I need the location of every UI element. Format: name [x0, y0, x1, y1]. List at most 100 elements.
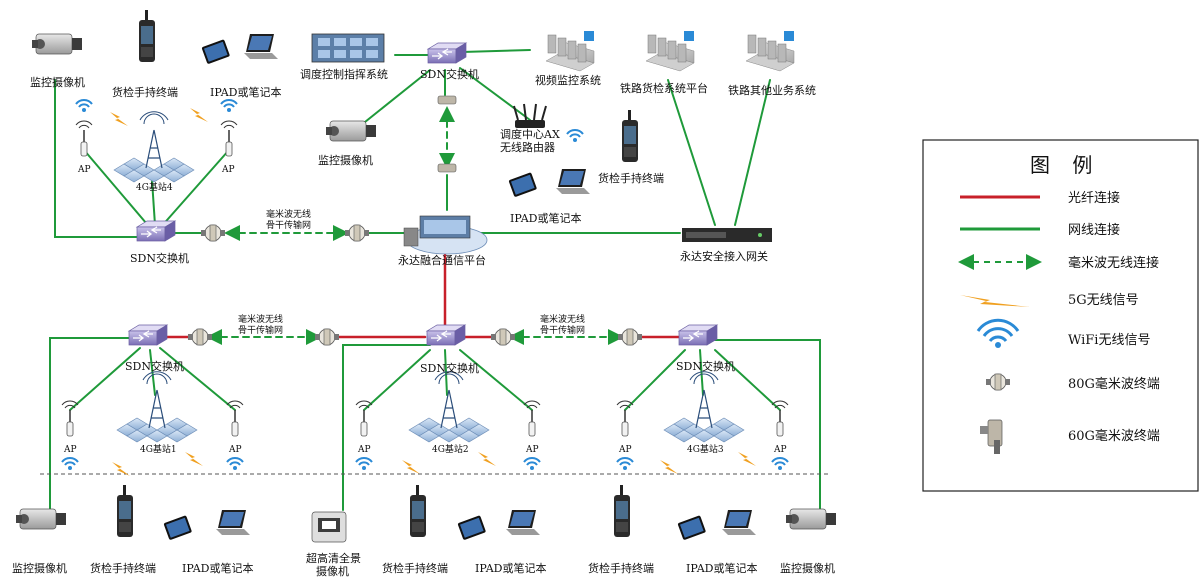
- eth-sdnb3-camb3: [714, 339, 821, 511]
- laptop-icon: [244, 34, 278, 59]
- eth-sdnb3-ap6: [714, 349, 781, 411]
- gateway-icon: [682, 228, 772, 242]
- label-handheld-b3: 货检手持终端: [588, 561, 654, 575]
- label-ap: AP: [228, 445, 242, 455]
- label-ipad-b1: IPAD或笔记本: [182, 561, 254, 575]
- eth-sdnb1-camb1: [49, 337, 131, 516]
- label-rail-cargo: 铁路货检系统平台: [620, 81, 708, 95]
- ap-icon: [771, 400, 789, 437]
- handheld-icon: [117, 485, 133, 537]
- label-mmw-b1: 毫米波无线骨干传输网: [238, 313, 283, 336]
- handheld-icon: [614, 485, 630, 537]
- legend-label: 60G毫米波终端: [1068, 428, 1160, 444]
- label-ipad-center: IPAD或笔记本: [510, 211, 582, 225]
- mmwave-80g-icon: [314, 328, 340, 346]
- router-icon: [513, 103, 547, 128]
- wifi-icon: [75, 99, 93, 113]
- label-handheld-center: 货检手持终端: [598, 171, 664, 185]
- wifi-icon: [226, 457, 244, 471]
- label-sdn-left: SDN交换机: [130, 251, 189, 265]
- label-sdn-b1: SDN交换机: [125, 359, 184, 373]
- ap-icon: [75, 120, 93, 157]
- label-sdn-top: SDN交换机: [420, 67, 479, 81]
- tablet-icon: [163, 515, 193, 541]
- eth-aptl2-sdnleft: [159, 149, 230, 229]
- label-router-1: 调度中心AX: [500, 127, 560, 141]
- legend-mmwave-60g-icon: [980, 419, 1003, 454]
- label-handheld-tl: 货检手持终端: [112, 85, 178, 99]
- wifi-icon: [566, 129, 584, 143]
- label-mmw-top: 毫米波无线骨干传输网: [266, 208, 311, 231]
- mmwave-80g-icon: [490, 328, 516, 346]
- eth-camtl-sdnleft: [54, 79, 153, 238]
- label-bs3: 4G基站3: [687, 443, 724, 455]
- switch-icon: [136, 220, 176, 242]
- lightning-icon: [110, 112, 128, 126]
- eth-sdntop-video: [461, 49, 531, 53]
- wifi-icon: [523, 457, 541, 471]
- label-ipad-b3: IPAD或笔记本: [686, 561, 758, 575]
- legend-label: 毫米波无线连接: [1068, 255, 1159, 271]
- label-dispatch: 调度控制指挥系统: [300, 67, 388, 81]
- laptop-icon: [216, 510, 250, 535]
- label-cam-b1: 监控摄像机: [12, 561, 67, 575]
- wifi-icon: [616, 457, 634, 471]
- label-hd-cam: 超高清全景摄像机: [306, 551, 361, 578]
- label-bs4: 4G基站4: [136, 181, 173, 193]
- legend-title: 图 例: [1030, 153, 1100, 177]
- tablet-icon: [201, 39, 231, 65]
- legend: 图 例 光纤连接 网线连接 毫米波无线连接 5G无线信号 WiFi无线信号 80…: [922, 139, 1199, 492]
- camera-icon: [15, 508, 67, 530]
- connections: [49, 49, 821, 516]
- laptop-icon: [506, 510, 540, 535]
- legend-lightning-icon: [960, 295, 1030, 307]
- laptop-icon: [556, 169, 590, 194]
- eth-sdntop-camcenter: [354, 69, 431, 131]
- label-sdn-b3: SDN交换机: [676, 359, 735, 373]
- switch-icon: [128, 324, 168, 346]
- label-ap: AP: [63, 445, 77, 455]
- mmwave-60g-icon: [437, 95, 457, 105]
- label-camera-center: 监控摄像机: [318, 153, 373, 167]
- label-rail-other: 铁路其他业务系统: [728, 84, 816, 97]
- platform-icon: [403, 215, 488, 255]
- legend-label: 80G毫米波终端: [1068, 376, 1160, 392]
- eth-aptl1-sdnleft: [83, 149, 153, 231]
- label-video: 视频监控系统: [535, 73, 601, 87]
- base-station-icon: [663, 371, 745, 443]
- eth-gateway-railcargo: [667, 79, 716, 226]
- label-ap: AP: [357, 445, 371, 455]
- legend-label: WiFi无线信号: [1068, 333, 1150, 348]
- legend-label: 5G无线信号: [1068, 293, 1139, 308]
- label-bs1: 4G基站1: [140, 443, 177, 455]
- mmwave-80g-icon: [200, 224, 226, 242]
- lightning-icon: [660, 460, 678, 474]
- label-handheld-b2: 货检手持终端: [382, 561, 448, 575]
- label-ipad-b2: IPAD或笔记本: [475, 561, 547, 575]
- handheld-icon: [410, 485, 426, 537]
- eth-bs4-sdnleft: [151, 179, 156, 226]
- camera-icon: [325, 120, 377, 142]
- switch-icon: [678, 324, 718, 346]
- tablet-icon: [457, 515, 487, 541]
- legend-label: 网线连接: [1068, 222, 1120, 238]
- label-ap: AP: [525, 445, 539, 455]
- label-ap: AP: [77, 165, 91, 175]
- handheld-icon: [622, 110, 638, 162]
- lightning-icon: [402, 460, 420, 474]
- rail-other-server-icon: [745, 30, 795, 72]
- switch-icon: [426, 324, 466, 346]
- eth-sdntop-router: [459, 67, 531, 121]
- legend-label: 光纤连接: [1068, 190, 1120, 206]
- eth-sdnb2-hdcam: [342, 344, 431, 511]
- hd-camera-icon: [311, 511, 347, 543]
- eth-sdnb1-ap1: [69, 347, 141, 411]
- laptop-icon: [722, 510, 756, 535]
- eth-sdnb1-ap2: [159, 347, 236, 411]
- devices: [15, 10, 837, 543]
- base-station-icon: [408, 371, 490, 443]
- dispatch-screen-icon: [311, 33, 385, 63]
- lightning-icon: [190, 108, 208, 122]
